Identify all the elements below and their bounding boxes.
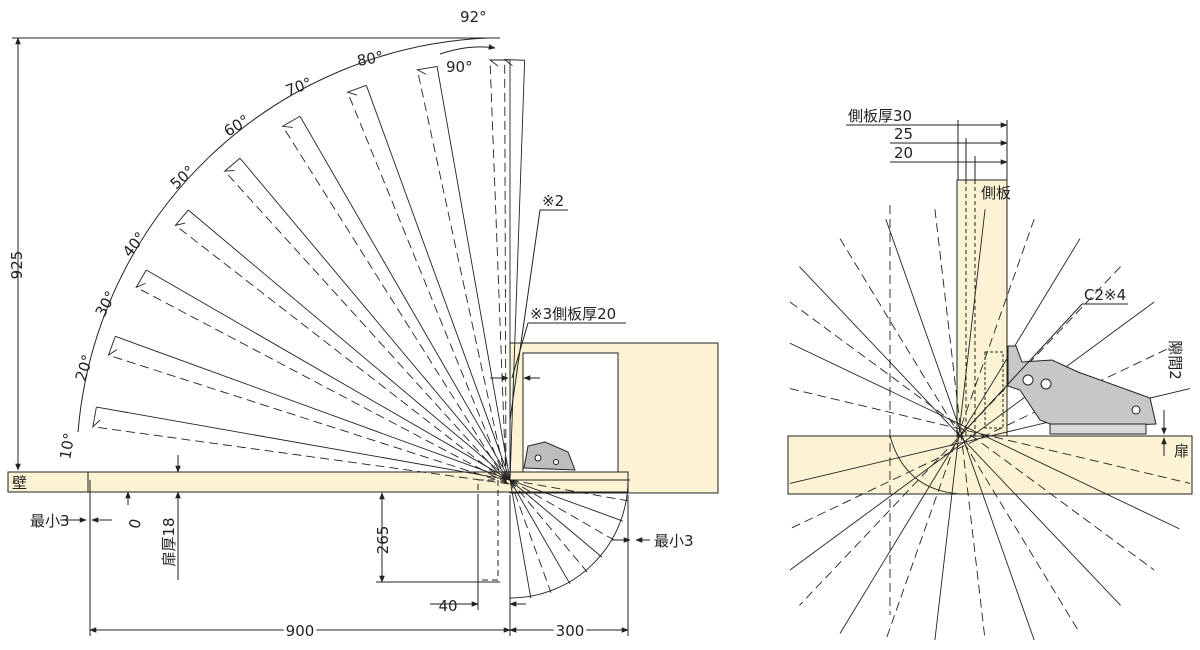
note3-leader (511, 322, 626, 379)
angle-60-label: 60° (221, 111, 253, 140)
angle-30-label: 30° (92, 288, 120, 320)
lower-swing-line (509, 479, 532, 599)
door-label: 扉 (1174, 442, 1189, 460)
dim-925-label: 925 (8, 251, 26, 280)
side-panel-label: 側板 (981, 184, 1011, 202)
dim-40-label: 40 (438, 597, 457, 615)
door-90-lower-edge (477, 479, 499, 581)
right-door (787, 435, 1193, 495)
door-position-90 (488, 59, 511, 481)
door-position-40 (174, 209, 511, 484)
angle-70-label: 70° (283, 74, 314, 100)
door-position-20 (107, 335, 511, 485)
dim-300-label: 300 (556, 622, 585, 640)
min-left-label: 最小3 (30, 512, 70, 530)
closed-door (87, 471, 629, 493)
right-swing-lines (789, 205, 1191, 641)
door-position-50 (223, 157, 511, 483)
side-panel (956, 179, 1008, 437)
min-right-label: 最小3 (654, 532, 694, 550)
door-position-60 (281, 115, 511, 483)
angle-80-label: 80° (356, 48, 385, 70)
right-view: 側板 側板厚30 25 20 C2※4 隙間2 扉 (787, 107, 1193, 641)
right-swing-line (789, 388, 1191, 484)
lower-swing-line (509, 479, 588, 573)
thk-25-label: 25 (894, 125, 913, 143)
lower-swing-line (509, 479, 615, 541)
thk-20-label: 20 (894, 144, 913, 162)
door-swing-fan (92, 59, 526, 485)
door-position-10 (92, 406, 511, 485)
dim-900-label: 900 (286, 622, 315, 640)
dim-265-label: 265 (374, 526, 392, 555)
lower-swing-line (509, 479, 629, 502)
right-swing-line (799, 266, 1121, 606)
angle-10-label: 10° (56, 431, 78, 460)
angle-90-label: 90° (446, 58, 473, 76)
right-swing-line (885, 219, 1035, 641)
door-swing-lower (477, 479, 630, 599)
angle-arc (77, 37, 489, 433)
lower-swing-arc (509, 479, 629, 599)
angle-92-label: 92° (460, 8, 487, 26)
hinge-icon (523, 441, 576, 471)
gap-label: 隙間2 (1166, 340, 1184, 380)
right-hinge-icon (1007, 345, 1157, 435)
door-position-70 (346, 84, 511, 482)
note2-label: ※2 (542, 192, 564, 210)
c2-leader (961, 303, 1128, 435)
right-swing-line (885, 219, 1035, 641)
note3-label: ※3側板厚20 (530, 305, 616, 323)
angle-40-label: 40° (119, 228, 150, 260)
lower-swing-line (509, 479, 603, 558)
lower-swing-line (509, 479, 623, 522)
wall-label: 壁 (12, 474, 27, 492)
lower-swing-line (509, 479, 571, 585)
c2-label: C2※4 (1084, 286, 1126, 304)
door-position-92 (503, 59, 526, 481)
door-position-80 (415, 65, 511, 481)
angle-20-label: 20° (72, 352, 97, 383)
right-swing-arc (889, 435, 961, 495)
door-position-30 (135, 269, 511, 484)
angle-50-label: 50° (167, 162, 199, 193)
door-thickness-label: 扉厚18 (160, 517, 178, 566)
angle-90-arrow (439, 44, 496, 55)
thk-30-label: 側板厚30 (848, 107, 912, 125)
dim-zero-label: 0 (125, 517, 145, 531)
left-view: 壁 925 900 300 40 (7, 8, 719, 643)
lower-swing-line (509, 479, 552, 593)
